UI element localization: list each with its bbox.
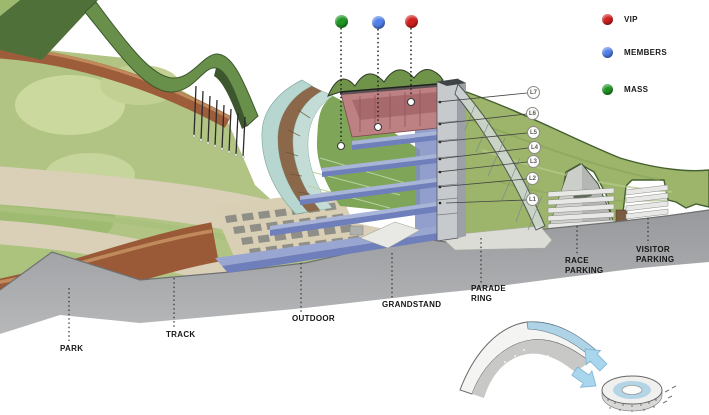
level-badge-l2: L2 xyxy=(526,172,539,185)
label-outdoor: OUTDOOR xyxy=(292,314,335,323)
marker-nodes xyxy=(336,97,416,151)
marker-leaders xyxy=(340,28,412,141)
label-parade-ring: PARADE RING xyxy=(471,284,506,303)
concept-inset xyxy=(459,321,677,412)
members-legend-label: MEMBERS xyxy=(624,47,667,57)
label-park: PARK xyxy=(60,344,84,353)
canopy-roof xyxy=(0,0,259,159)
ring-stadium xyxy=(601,375,677,412)
hill-right xyxy=(454,87,709,243)
grandstand-section xyxy=(215,69,546,273)
gridshell-shell xyxy=(261,79,334,215)
race-parking-structure xyxy=(547,163,615,231)
members-marker-dot xyxy=(371,15,385,29)
level-badge-l1: L1 xyxy=(526,193,539,206)
leader-lines xyxy=(68,28,649,341)
wavy-green-roof xyxy=(327,69,444,97)
ground-label-leaders xyxy=(68,218,649,341)
mass-marker-dot xyxy=(334,14,348,28)
level-leaders xyxy=(437,92,529,204)
legend-item-mass: MASS xyxy=(602,83,648,95)
vip-marker-dot xyxy=(404,14,418,28)
canopy-columns xyxy=(193,85,246,158)
level-badge-l6: L6 xyxy=(526,107,539,120)
visitor-parking-structure xyxy=(625,184,669,220)
parade-ring-area xyxy=(439,225,553,251)
mass-legend-dot-icon xyxy=(602,83,613,95)
glass-sail xyxy=(454,83,546,231)
level-badge-l5: L5 xyxy=(527,126,540,139)
level-badge-l3: L3 xyxy=(527,155,540,168)
label-race-parking: RACE PARKING xyxy=(565,256,604,275)
members-legend-dot-icon xyxy=(602,46,613,58)
transform-arrows xyxy=(571,348,608,388)
label-grandstand: GRANDSTAND xyxy=(382,300,442,309)
level-badge-l4: L4 xyxy=(528,141,541,154)
label-visitor-parking: VISITOR PARKING xyxy=(636,245,675,264)
service-tower xyxy=(436,78,466,242)
vip-legend-dot-icon xyxy=(602,13,613,25)
label-track: TRACK xyxy=(166,330,196,339)
vip-legend-label: VIP xyxy=(624,14,638,24)
legend-item-members: MEMBERS xyxy=(602,46,667,58)
mass-legend-label: MASS xyxy=(624,84,649,94)
legend-item-vip: VIP xyxy=(602,13,638,25)
level-badge-l7: L7 xyxy=(527,86,540,99)
